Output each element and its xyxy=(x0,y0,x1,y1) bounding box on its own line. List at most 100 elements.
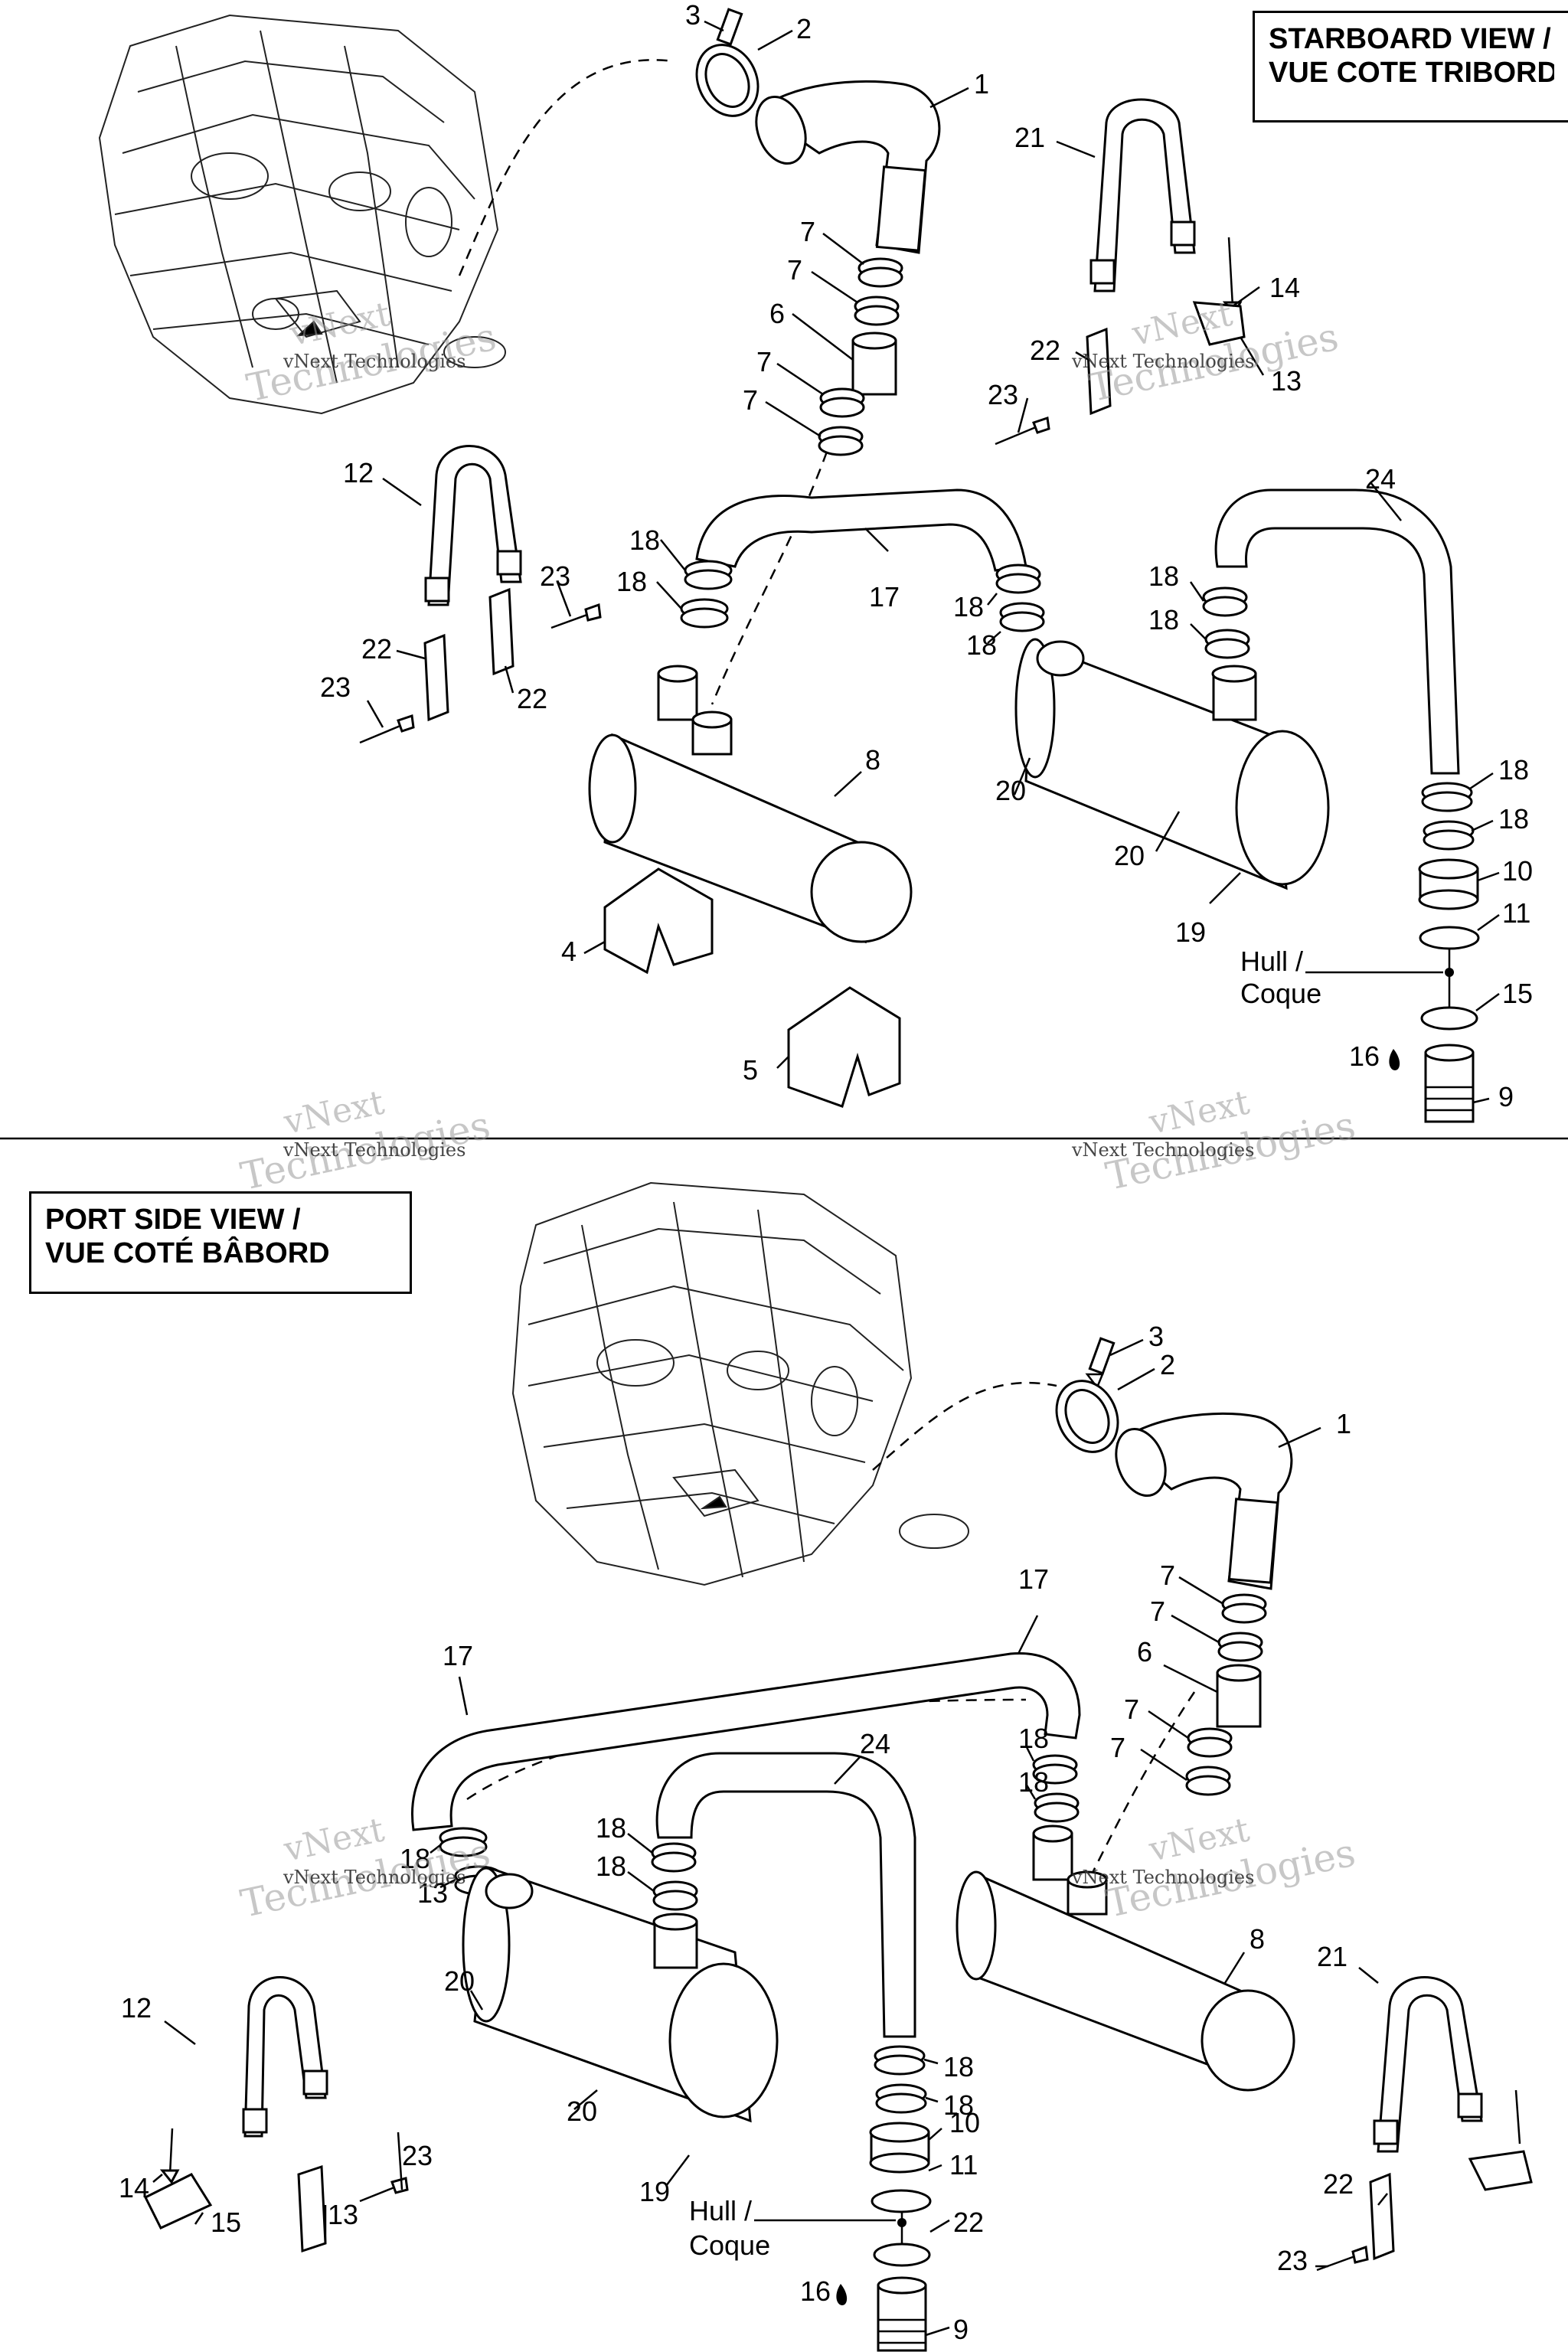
callout: 12 xyxy=(121,1992,152,2024)
callout: 5 xyxy=(743,1054,758,1086)
hull-label-bottom-line2: Coque xyxy=(689,2230,770,2261)
callout: 3 xyxy=(1148,1321,1164,1352)
hull-label-bottom-line1: Hull / xyxy=(689,2195,752,2226)
callout: 22 xyxy=(953,2207,984,2238)
callout: 7 xyxy=(756,346,772,377)
port-view-title: PORT SIDE VIEW / VUE COTÉ BÂBORD xyxy=(29,1191,412,1294)
callout: 13 xyxy=(417,1877,448,1909)
hull-label-top-line1: Hull / xyxy=(1240,946,1303,977)
callout: 9 xyxy=(953,2314,969,2345)
callout: 7 xyxy=(743,384,758,416)
callout: 10 xyxy=(949,2107,980,2138)
watermark-small: vNext Technologies xyxy=(283,1139,466,1161)
callout: 23 xyxy=(540,560,570,592)
callout: 18 xyxy=(596,1812,626,1844)
part-8-muffler xyxy=(588,665,913,944)
callout: 8 xyxy=(865,744,880,776)
starboard-view-title: STARBOARD VIEW / VUE COTE TRIBORD xyxy=(1253,11,1568,122)
callout: 11 xyxy=(949,2149,978,2180)
callout: 13 xyxy=(1271,365,1302,397)
callout: 18 xyxy=(1018,1766,1049,1798)
port-title-line2: VUE COTÉ BÂBORD xyxy=(45,1237,330,1269)
callout: 11 xyxy=(1502,897,1530,929)
engine-illustration xyxy=(98,14,506,415)
port-view: 3 2 1 17 7 7 17 6 7 7 24 18 18 18 18 18 … xyxy=(119,1181,1533,2352)
callout: 1 xyxy=(1336,1408,1351,1439)
callout: 24 xyxy=(1365,463,1396,495)
callout: 18 xyxy=(966,629,997,661)
callout: 16 xyxy=(1349,1040,1380,1072)
callout: 17 xyxy=(443,1640,473,1671)
callout: 18 xyxy=(400,1843,430,1874)
callout: 24 xyxy=(860,1728,890,1759)
callout: 18 xyxy=(1148,560,1179,592)
callout: 20 xyxy=(995,775,1026,806)
callout: 2 xyxy=(796,13,812,44)
starboard-title-line1: STARBOARD VIEW / xyxy=(1269,23,1551,55)
callout: 22 xyxy=(361,633,392,665)
callout: 6 xyxy=(769,298,785,329)
starboard-title-line2: VUE COTE TRIBORD xyxy=(1269,57,1554,89)
callout: 18 xyxy=(1018,1723,1049,1754)
callout: 7 xyxy=(787,254,802,286)
callout: 14 xyxy=(1269,272,1300,303)
watermark-small: vNext Technologies xyxy=(283,1867,466,1888)
part-1-elbow xyxy=(755,80,941,254)
callout: 3 xyxy=(685,0,701,31)
callout: 7 xyxy=(1110,1732,1125,1763)
callout: 16 xyxy=(800,2275,831,2307)
callout: 17 xyxy=(1018,1563,1049,1595)
watermark-small: vNext Technologies xyxy=(1071,351,1254,372)
callout: 23 xyxy=(1277,2245,1308,2276)
callout: 10 xyxy=(1502,855,1533,887)
callout: 23 xyxy=(402,2140,433,2171)
callout: 13 xyxy=(328,2199,358,2230)
upper-clamps xyxy=(818,257,903,456)
callout: 22 xyxy=(1323,2168,1354,2200)
callout: 1 xyxy=(974,68,989,100)
callout: 18 xyxy=(596,1851,626,1882)
callout: 21 xyxy=(1317,1941,1348,1972)
callout: 18 xyxy=(943,2051,974,2082)
callout: 18 xyxy=(629,524,660,556)
starboard-view: 3 2 1 21 7 7 6 7 7 14 22 13 23 12 24 23 … xyxy=(98,0,1533,1123)
watermark-small: vNext Technologies xyxy=(283,351,466,372)
callout: 20 xyxy=(567,2096,597,2127)
callout: 14 xyxy=(119,2172,149,2203)
callout: 18 xyxy=(953,591,984,622)
callout: 12 xyxy=(343,457,374,488)
callout: 18 xyxy=(1148,604,1179,635)
callout: 22 xyxy=(1030,335,1060,366)
callout: 6 xyxy=(1137,1636,1152,1668)
callout: 2 xyxy=(1160,1349,1175,1380)
callout: 7 xyxy=(1160,1560,1175,1591)
watermark-small: vNext Technologies xyxy=(1071,1139,1254,1161)
part-19-muffler xyxy=(1014,638,1330,890)
callout: 18 xyxy=(1498,754,1529,786)
callout: 9 xyxy=(1498,1081,1514,1112)
callout: 7 xyxy=(1150,1596,1165,1627)
callout: 21 xyxy=(1014,122,1045,153)
callout: 18 xyxy=(1498,803,1529,835)
port-title-line1: PORT SIDE VIEW / xyxy=(45,1204,301,1236)
callout: 7 xyxy=(1124,1694,1139,1725)
callout: 15 xyxy=(1502,978,1533,1009)
callout: 17 xyxy=(869,581,900,612)
callout: 18 xyxy=(616,566,647,597)
callout: 23 xyxy=(988,379,1018,410)
callout: 18 xyxy=(943,2089,974,2121)
callout: 7 xyxy=(800,216,815,247)
callout: 19 xyxy=(639,2176,670,2207)
callout: 20 xyxy=(444,1965,475,1997)
callout: 15 xyxy=(211,2207,241,2238)
callout: 22 xyxy=(517,683,547,714)
hull-label-top-line2: Coque xyxy=(1240,978,1321,1009)
callout: 4 xyxy=(561,936,577,967)
watermark-small: vNext Technologies xyxy=(1071,1867,1254,1888)
engine-illustration-port xyxy=(511,1181,969,1586)
callout: 23 xyxy=(320,671,351,703)
callout: 8 xyxy=(1250,1923,1265,1955)
callout: 19 xyxy=(1175,916,1206,948)
callout: 20 xyxy=(1114,840,1145,871)
